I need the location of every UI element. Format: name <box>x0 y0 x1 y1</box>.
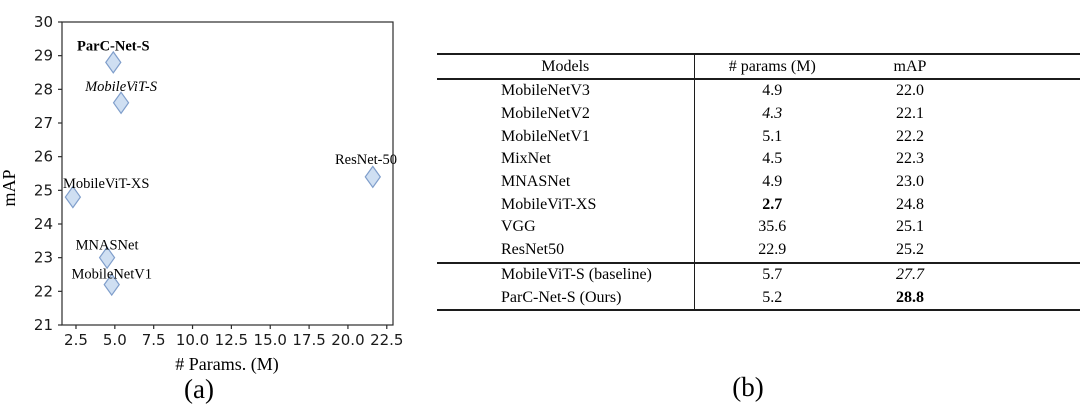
caption-a: (a) <box>184 374 214 404</box>
y-tick-label: 27 <box>34 114 53 132</box>
map-cell: 28.8 <box>896 288 924 306</box>
data-point-diamond <box>64 185 82 209</box>
model-cell: MobileNetV1 <box>437 125 695 149</box>
model-cell: MixNet <box>437 148 695 171</box>
spacer-cell <box>970 171 1080 194</box>
y-tick-label: 24 <box>34 215 53 233</box>
header-spacer <box>970 54 1080 80</box>
spacer-cell <box>970 148 1080 171</box>
params-cell: 5.7 <box>694 261 850 287</box>
map-cell: 25.2 <box>896 241 924 259</box>
table-row: MobileViT-XS 2.7 24.8 <box>437 193 1080 217</box>
y-tick-label: 28 <box>34 80 53 98</box>
data-point-label: MobileViT-XS <box>63 176 149 192</box>
params-cell: 2.7 <box>762 195 783 213</box>
scatter-plot: # Params. (M) mAP 2.5 5.0 7.5 10.0 12.5 15.0 1… <box>0 13 403 375</box>
data-point-diamond <box>105 50 122 74</box>
table-row: MobileNetV2 4.3 22.1 <box>437 102 1080 126</box>
params-cell: 4.5 <box>762 150 783 168</box>
model-cell: MobileNetV2 <box>437 102 695 126</box>
x-tick-label: 15.0 <box>254 331 287 349</box>
params-cell: 4.9 <box>762 82 783 100</box>
spacer-cell <box>970 193 1080 216</box>
y-tick-label: 29 <box>34 47 53 65</box>
map-cell: 22.0 <box>896 82 924 100</box>
spacer-cell <box>970 125 1080 148</box>
y-tick-label: 26 <box>34 148 53 166</box>
params-cell: 35.6 <box>758 218 787 236</box>
spacer-cell <box>970 103 1080 126</box>
map-cell: 27.7 <box>850 261 970 287</box>
map-cell: 25.1 <box>896 218 924 236</box>
x-tick-label: 20.0 <box>331 331 364 349</box>
table-row: MobileNetV3 4.9 22.0 <box>437 79 1080 103</box>
data-point-diamond <box>98 246 116 270</box>
table-row: VGG 35.6 25.1 <box>437 216 1080 239</box>
x-tick-label: 5.0 <box>103 331 127 349</box>
header-params: # params (M) <box>694 54 850 80</box>
params-cell: 5.1 <box>762 127 783 145</box>
y-tick-label: 22 <box>34 282 53 300</box>
spacer-cell <box>970 261 1080 287</box>
table-row: ResNet50 22.9 25.2 <box>437 238 1080 263</box>
table-header-row: Models # params (M) mAP <box>437 54 1080 80</box>
map-cell: 22.1 <box>896 105 924 123</box>
spacer-cell <box>970 216 1080 239</box>
model-cell: VGG <box>437 216 695 239</box>
x-axis-label: # Params. (M) <box>175 354 278 375</box>
params-cell: 4.9 <box>762 173 783 191</box>
map-cell: 22.2 <box>896 127 924 145</box>
y-tick-label: 25 <box>34 181 53 199</box>
data-point-label: MNASNet <box>76 238 139 254</box>
scatter-plot-panel: # Params. (M) mAP 2.5 5.0 7.5 10.0 12.5 15.0 1… <box>0 0 430 409</box>
data-point-diamond <box>112 91 130 115</box>
table-row: MixNet 4.5 22.3 <box>437 148 1080 171</box>
data-point-label: ResNet-50 <box>335 152 397 168</box>
data-point-label: ParC-Net-S <box>77 38 149 54</box>
model-cell: ResNet50 <box>437 238 695 263</box>
table-row: MNASNet 4.9 23.0 <box>437 170 1080 194</box>
model-cell: MobileViT-XS <box>437 193 695 217</box>
x-tick-label: 7.5 <box>142 331 166 349</box>
data-point-label: MobileViT-S <box>84 79 158 95</box>
model-cell: MobileNetV3 <box>437 79 695 103</box>
header-map: mAP <box>850 54 970 80</box>
table-row: MobileNetV1 5.1 22.2 <box>437 125 1080 149</box>
spacer-cell <box>970 286 1080 310</box>
data-point-diamond <box>103 273 120 297</box>
model-cell: MobileViT-S (baseline) <box>437 261 695 287</box>
results-table: Models # params (M) mAP MobileNetV3 4.9 22… <box>437 53 1080 311</box>
x-tick-label: 10.0 <box>176 331 209 349</box>
params-cell: 22.9 <box>758 241 787 259</box>
data-point-label: MobileNetV1 <box>71 267 152 283</box>
params-cell: 4.3 <box>762 105 783 123</box>
map-cell: 22.3 <box>896 150 924 168</box>
params-cell: 5.2 <box>762 288 783 306</box>
x-tick-label: 12.5 <box>215 331 248 349</box>
map-cell: 23.0 <box>896 173 924 191</box>
x-tick-label: 17.5 <box>292 331 325 349</box>
y-tick-label: 23 <box>34 249 53 267</box>
plot-border <box>61 21 394 326</box>
model-cell: MNASNet <box>437 170 695 194</box>
x-tick-label: 2.5 <box>64 331 88 349</box>
table-row: ParC-Net-S (Ours) 5.2 28.8 <box>437 286 1080 310</box>
model-cell: ParC-Net-S (Ours) <box>437 286 695 310</box>
header-models: Models <box>437 54 695 80</box>
x-tick-label: 22.5 <box>370 331 403 349</box>
map-cell: 24.8 <box>896 195 924 213</box>
y-tick-label: 21 <box>34 316 53 334</box>
spacer-cell <box>970 239 1080 263</box>
y-tick-label: 30 <box>34 13 53 31</box>
spacer-cell <box>970 79 1080 103</box>
caption-b: (b) <box>732 372 764 402</box>
y-axis-label: mAP <box>0 169 19 206</box>
data-point-diamond <box>364 165 382 189</box>
